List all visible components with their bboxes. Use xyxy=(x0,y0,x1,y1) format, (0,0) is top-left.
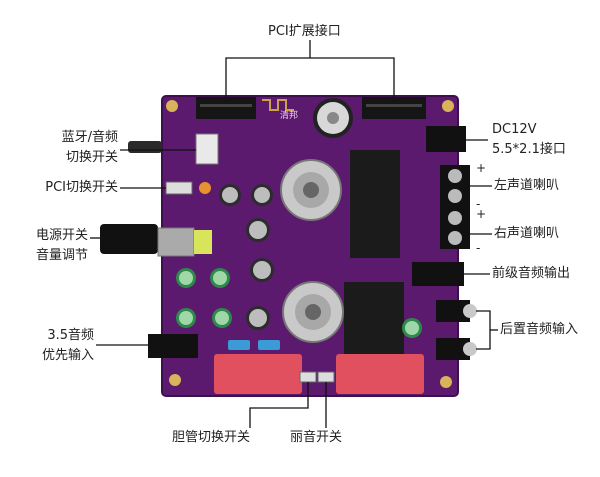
film-capacitor-right xyxy=(336,354,424,394)
mounting-hole xyxy=(166,100,178,112)
film-capacitor-left xyxy=(214,354,302,394)
pci-connector-left xyxy=(196,97,256,119)
label-pci-switch: PCI切换开关 xyxy=(45,180,118,195)
treble-switch-part xyxy=(317,371,335,383)
polarity-plus-right: + xyxy=(476,207,486,221)
rca-input-top xyxy=(436,300,470,322)
label-right-speaker: 右声道喇叭 xyxy=(494,226,560,241)
output-transformer-bottom xyxy=(344,282,404,364)
speaker-terminal-block xyxy=(440,165,470,249)
label-tube-switch: 胆管切换开关 xyxy=(172,430,251,445)
preamp-output-jack xyxy=(412,262,464,286)
tube-switch-part xyxy=(299,371,317,383)
label-power-switch-1: 电源开关 xyxy=(35,228,88,243)
label-pci-interface: PCI扩展接口 xyxy=(268,24,341,39)
label-bt-audio-switch-1: 蓝牙/音频 xyxy=(61,130,118,145)
label-left-speaker: 左声道喇叭 xyxy=(494,178,560,193)
leader-lines xyxy=(90,40,498,428)
polarity-minus-right: - xyxy=(476,241,480,255)
output-transformer-top xyxy=(350,150,400,258)
silkscreen-brand: 清邦 xyxy=(280,109,298,121)
pci-switch-part xyxy=(165,181,193,195)
dc-jack xyxy=(426,126,466,152)
antenna-trace xyxy=(262,99,294,111)
label-aux-priority-2: 优先输入 xyxy=(41,348,94,363)
power-volume-knob xyxy=(100,224,158,254)
rca-input-bottom xyxy=(436,338,470,360)
label-treble-switch: 丽音开关 xyxy=(290,430,343,445)
mounting-hole xyxy=(442,100,454,112)
mounting-hole xyxy=(169,374,181,386)
label-power-switch-2: 音量调节 xyxy=(35,248,88,263)
capacitor-group xyxy=(176,184,422,338)
polarity-minus-left: - xyxy=(476,197,480,211)
label-dc-input-2: 5.5*2.1接口 xyxy=(492,142,566,157)
pci-connector-right xyxy=(362,97,426,119)
label-bt-audio-switch-2: 切换开关 xyxy=(65,150,118,165)
label-dc-input-1: DC12V xyxy=(492,122,537,137)
aux-jack xyxy=(148,334,198,358)
mounting-hole xyxy=(440,376,452,388)
label-aux-priority-1: 3.5音频 xyxy=(47,328,94,343)
label-rear-input: 后置音频输入 xyxy=(500,322,579,337)
polarity-plus-left: + xyxy=(476,161,486,175)
label-preamp-output: 前级音频输出 xyxy=(492,266,571,281)
bt-audio-toggle xyxy=(195,133,219,165)
